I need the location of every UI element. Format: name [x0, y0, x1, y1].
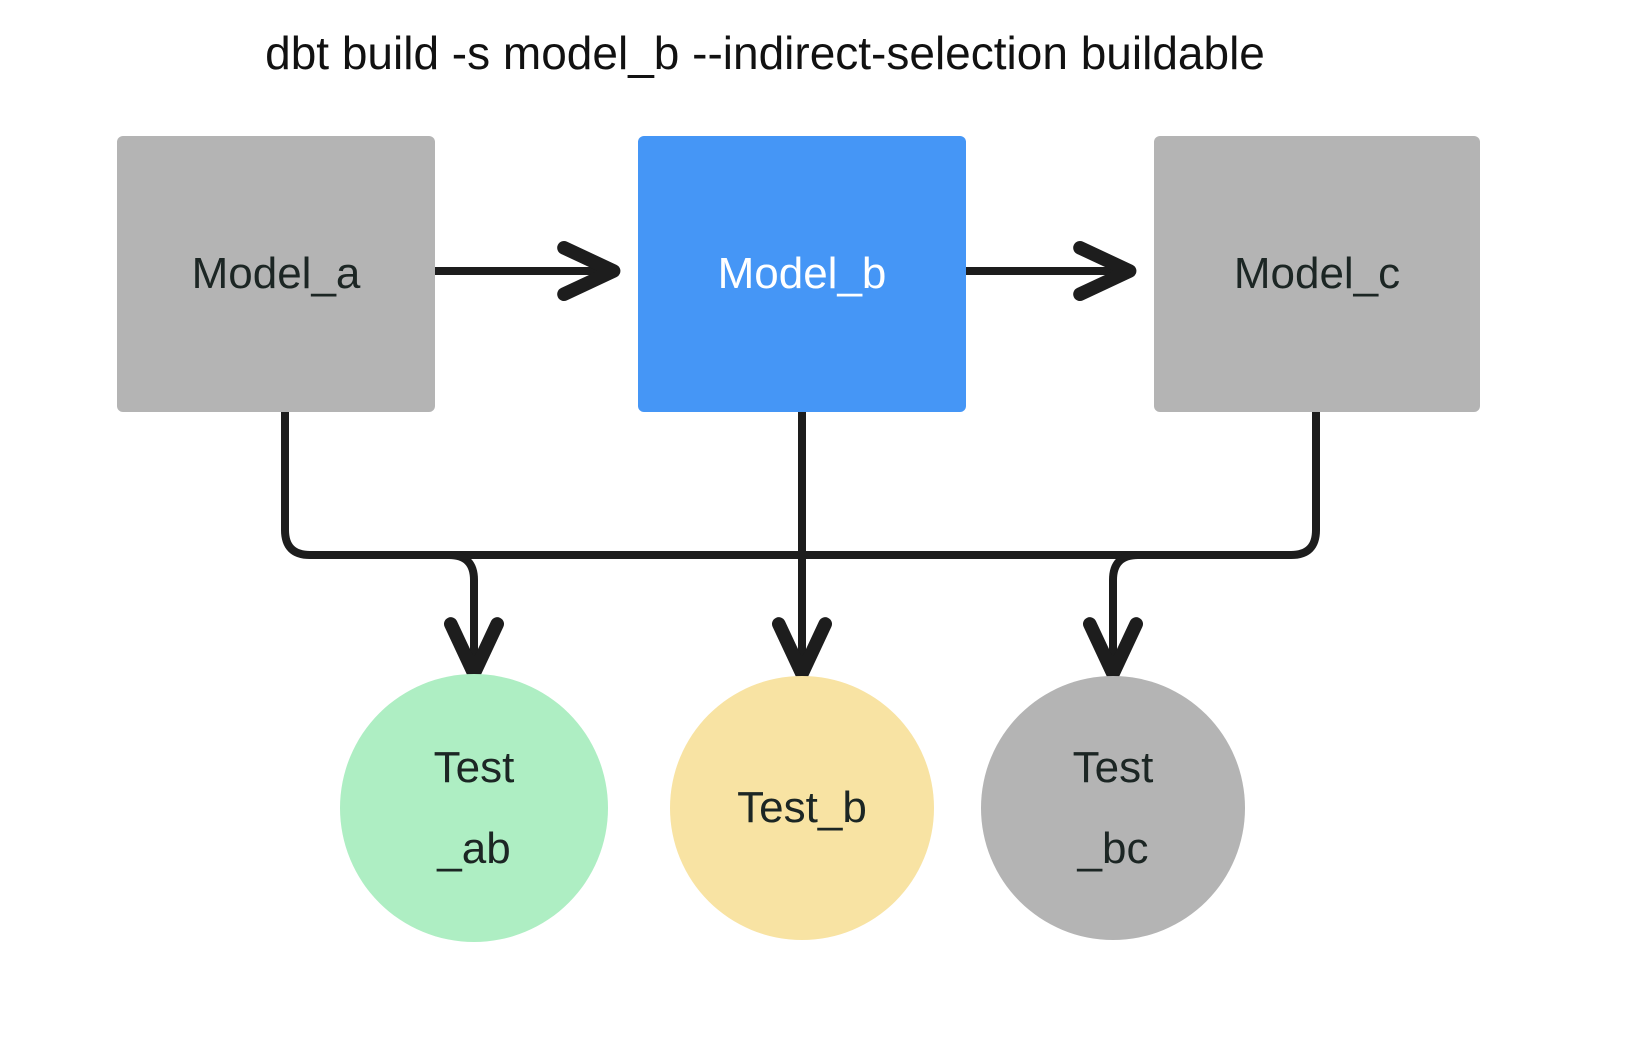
node-test-b[interactable]: Test_b: [670, 676, 934, 940]
edge-bus-to-test-bc: [1083, 551, 1143, 681]
node-test-b-label-line1: Test_b: [737, 783, 867, 833]
node-model-c-label: Model_c: [1233, 249, 1401, 298]
node-test-bc[interactable]: Test _bc: [981, 676, 1245, 940]
node-test-bc-label-line2: _bc: [1077, 824, 1149, 873]
node-model-a-label: Model_a: [191, 249, 361, 298]
edge-bus-to-test-ab: [444, 551, 504, 681]
page-title: dbt build -s model_b --indirect-selectio…: [265, 27, 1265, 79]
node-model-a[interactable]: Model_a: [117, 136, 435, 412]
node-test-ab-label-line1: Test: [433, 742, 515, 792]
node-model-b-label: Model_b: [717, 249, 887, 298]
node-test-ab-label-line2: _ab: [437, 824, 511, 873]
node-test-ab[interactable]: Test _ab: [340, 674, 608, 942]
node-test-bc-label-line1: Test: [1072, 742, 1154, 792]
node-model-b[interactable]: Model_b: [638, 136, 966, 412]
node-model-c[interactable]: Model_c: [1154, 136, 1480, 412]
